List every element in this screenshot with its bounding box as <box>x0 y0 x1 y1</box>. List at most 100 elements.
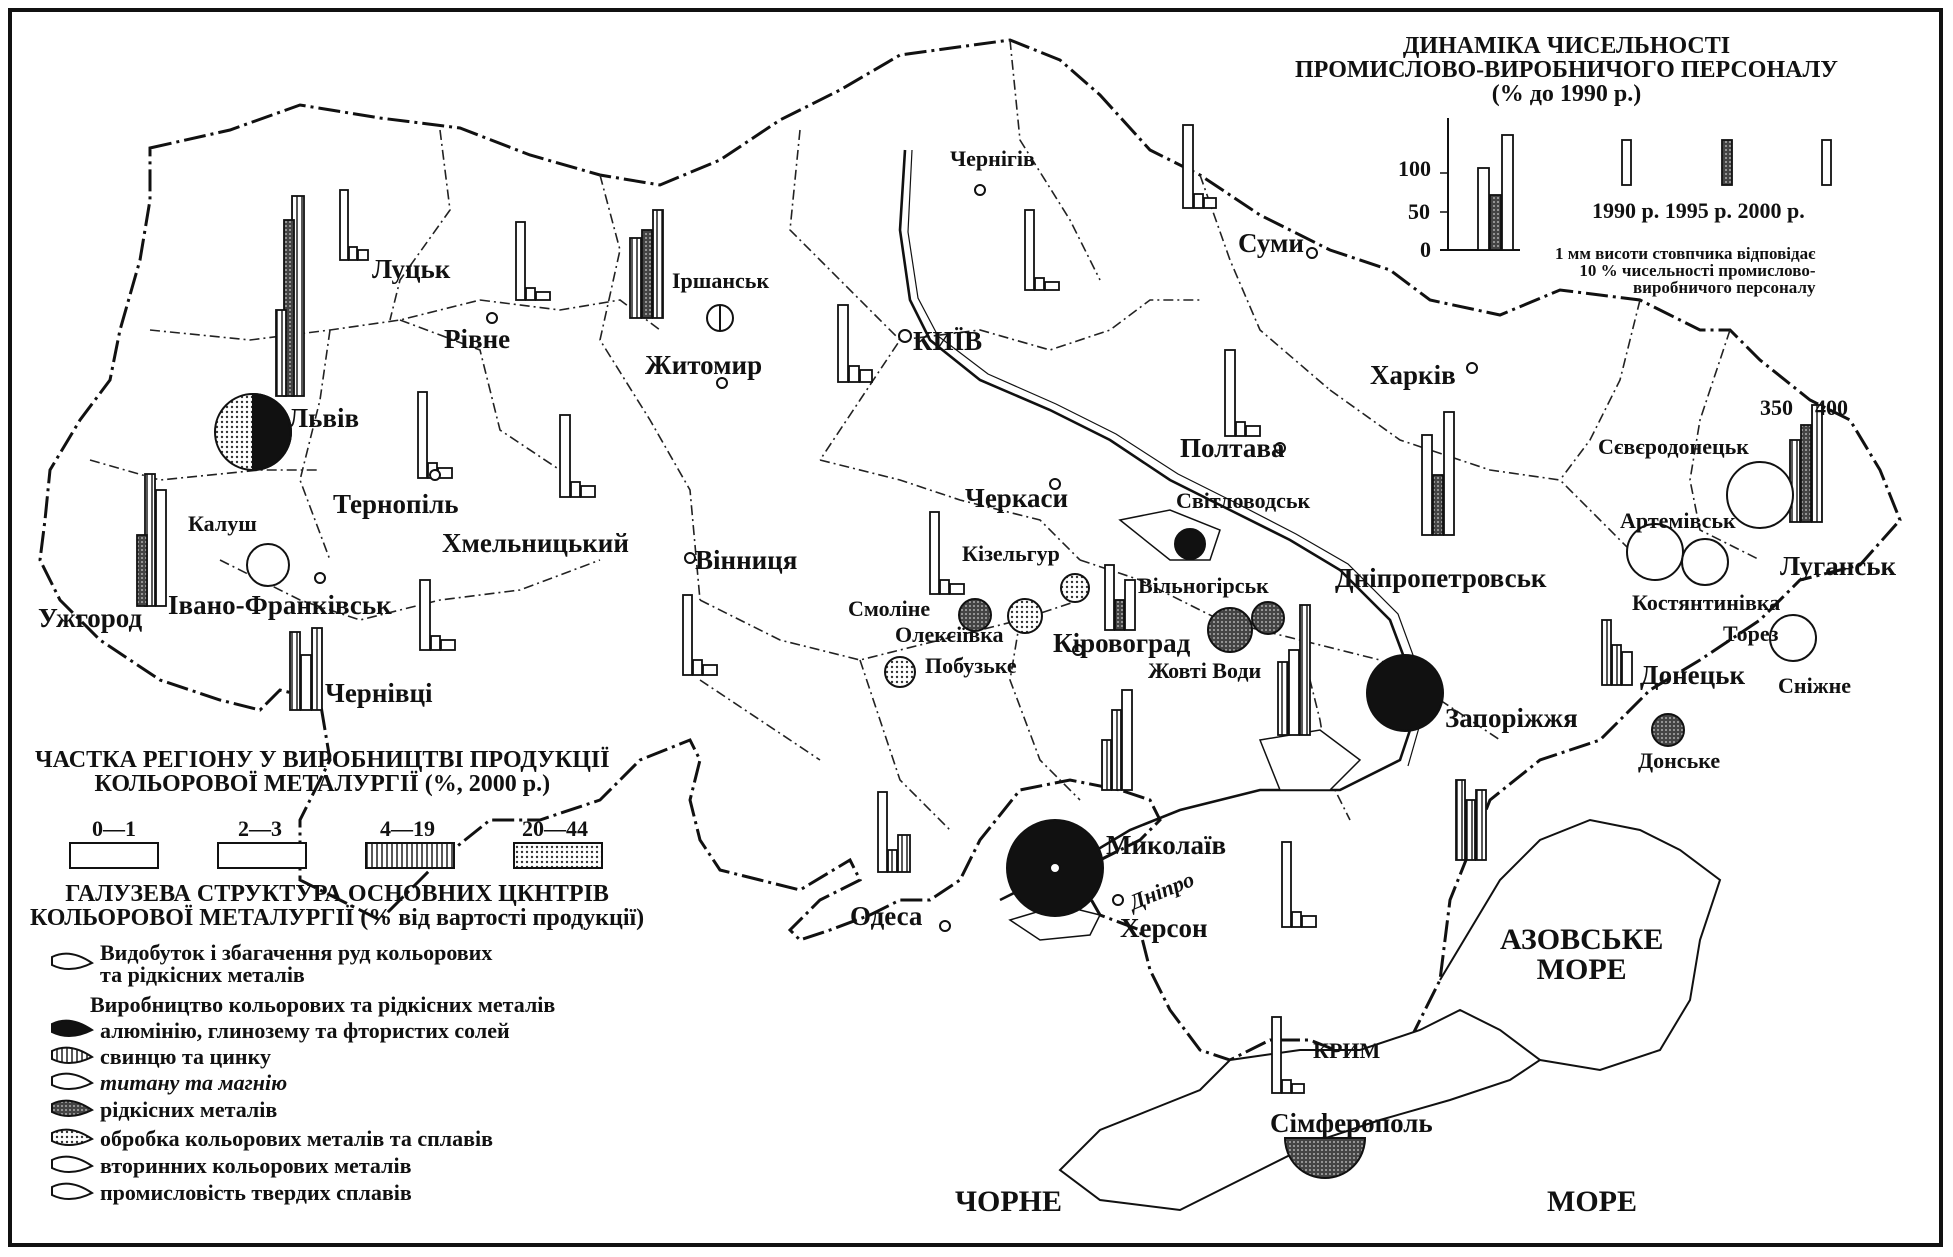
city-label-lutsk: Луцьк <box>372 254 451 284</box>
bars-cherkasy <box>929 511 965 595</box>
city-label-torez: Торез <box>1723 621 1779 646</box>
bars-chernihiv <box>1024 209 1060 291</box>
center-torez <box>1769 614 1817 662</box>
legend-tick-50: 50 <box>1408 199 1430 224</box>
legend-dynamics-note: 1 мм висоти стовпчика відповідає 10 % чи… <box>1555 244 1816 297</box>
city-label-oleksiivka: Олексіївка <box>895 622 1004 647</box>
bars-kherson <box>1281 841 1317 928</box>
bars-rivne <box>515 221 551 301</box>
bars-zakarpattia <box>136 473 167 607</box>
city-label-zhovti-vody: Жовті Води <box>1148 658 1262 683</box>
city-dots <box>314 184 1478 932</box>
industry-centers <box>214 304 1817 1179</box>
legend-dynamics-title: ДИНАМІКА ЧИСЕЛЬНОСТІ ПРОМИСЛОВО-ВИРОБНИЧ… <box>1295 33 1838 107</box>
share-legend-boxes <box>69 842 603 869</box>
city-label-chernivtsi: Чернівці <box>325 678 433 708</box>
bars-volyn <box>339 189 369 261</box>
bars-kirovohrad <box>1104 564 1136 631</box>
bars-donetsk <box>1601 619 1633 686</box>
center-donske <box>1651 713 1685 747</box>
city-label-mykolaiv: Миколаїв <box>1106 830 1227 860</box>
legend-key-1995 <box>1721 139 1733 186</box>
city-label-donske: Донське <box>1638 748 1721 773</box>
city-label-ivano-frankivsk: Івано-Франківськ <box>168 590 392 620</box>
legend-item-ore-mining: Видобуток і збагачення руд кольорових та… <box>100 940 493 987</box>
bars-vinnytsia <box>682 594 718 676</box>
dnieper-bank <box>907 149 1429 767</box>
legend-item-titanium-magnesium: титану та магнію <box>100 1070 288 1095</box>
center-artemivsk <box>1626 523 1684 581</box>
legend-tick-0: 0 <box>1420 237 1431 262</box>
share-class-2-3: 2—3 <box>238 816 282 841</box>
city-label-khmelnytskyi: Хмельницький <box>442 528 629 558</box>
city-label-zaporizhzhia: Запоріжжя <box>1445 703 1578 733</box>
city-label-ternopil: Тернопіль <box>333 489 459 519</box>
legend-item-rare-metals: рідкісних металів <box>100 1097 278 1122</box>
city-label-kalush: Калуш <box>188 511 257 536</box>
structure-legend-symbols <box>51 952 94 1200</box>
city-label-luhansk: Луганськ <box>1780 551 1897 581</box>
city-label-kherson: Херсон <box>1120 913 1208 943</box>
legend-item-production-header: Виробництво кольорових та рідкісних мета… <box>90 992 556 1017</box>
region-boundaries <box>89 39 1761 831</box>
legend-bar-2000 <box>1501 134 1514 251</box>
legend-item-secondary: вторинних кольорових металів <box>100 1153 412 1178</box>
center-simferopol <box>1283 1137 1367 1179</box>
center-kalush <box>246 543 290 587</box>
center-mykolaiv <box>1006 819 1104 917</box>
city-label-zhytomyr: Житомир <box>645 350 763 380</box>
city-label-rivne: Рівне <box>444 324 511 354</box>
legend-item-aluminium: алюмінію, глинозему та фтористих солей <box>100 1018 510 1043</box>
bars-crimea <box>1271 1016 1305 1094</box>
city-label-uzhhorod: Ужгород <box>38 603 143 633</box>
city-label-kirovohrad: Кіровоград <box>1053 628 1191 658</box>
city-label-kharkiv: Харків <box>1370 360 1456 390</box>
city-label-kostiantynivka: Костянтинівка <box>1632 590 1781 615</box>
bars-ternopil <box>417 391 453 479</box>
bars-ivano-frankivsk <box>419 579 456 651</box>
share-class-4-19: 4—19 <box>380 816 435 841</box>
center-kostiantynivka <box>1681 538 1729 586</box>
city-label-sievierodonetsk: Сєвєродонецьк <box>1598 434 1749 459</box>
city-label-kyiv: КИЇВ <box>913 326 983 356</box>
center-oleksiivka <box>1007 598 1043 634</box>
center-lviv <box>214 392 292 472</box>
bars-sumy <box>1182 124 1217 209</box>
sea-label-black-right: МОРЕ <box>1547 1185 1637 1218</box>
dnipro-river <box>898 149 1422 902</box>
bars-chernivtsi <box>289 627 323 711</box>
map-bar-charts <box>136 124 1823 1094</box>
city-label-poltava: Полтава <box>1180 433 1285 463</box>
legend-tick-100: 100 <box>1398 156 1431 181</box>
center-sievierodonetsk <box>1726 461 1794 529</box>
center-smoline <box>958 598 992 632</box>
city-label-irshansk: Іршанськ <box>672 268 770 293</box>
bars-dnipropetrovsk <box>1277 604 1311 736</box>
city-label-snizhne: Сніжне <box>1778 673 1852 698</box>
city-label-simferopol: Сімферополь <box>1270 1108 1433 1138</box>
center-svitlovodsk <box>1174 528 1206 560</box>
city-label-sumy: Суми <box>1238 228 1304 258</box>
legend-structure-title: ГАЛУЗЕВА СТРУКТУРА ОСНОВНИХ ЦКНТРІВ КОЛЬ… <box>30 881 645 931</box>
bars-odesa <box>877 791 911 873</box>
legend-item-lead-zinc: свинцю та цинку <box>100 1044 271 1069</box>
bars-zhytomyr <box>629 209 664 319</box>
city-label-vilnohirsk: Вільногірськ <box>1138 573 1269 598</box>
bars-luhansk <box>1789 404 1823 523</box>
azov-coast <box>1439 818 1722 1072</box>
city-label-svitlovodsk: Світловодськ <box>1176 488 1311 513</box>
bars-zaporizhzhia <box>1455 779 1487 861</box>
share-class-20-44: 20—44 <box>522 816 588 841</box>
luhansk-bar-value-350: 350 <box>1760 395 1793 420</box>
center-zhovti-vody <box>1251 601 1285 635</box>
city-label-pobuzke: Побузьке <box>925 653 1017 678</box>
share-box-4-19 <box>365 842 455 869</box>
center-kizelhur <box>1060 573 1090 603</box>
city-label-cherkasy: Черкаси <box>965 483 1069 513</box>
legend-share-title: ЧАСТКА РЕГІОНУ У ВИРОБНИЦТВІ ПРОДУКЦІЇ К… <box>35 747 610 797</box>
legend-item-hard-alloys: промисловість твердих сплавів <box>100 1180 412 1205</box>
reservoir <box>1118 509 1221 561</box>
city-label-artemivsk: Артемівськ <box>1620 508 1736 533</box>
city-label-smoline: Смоліне <box>848 596 931 621</box>
